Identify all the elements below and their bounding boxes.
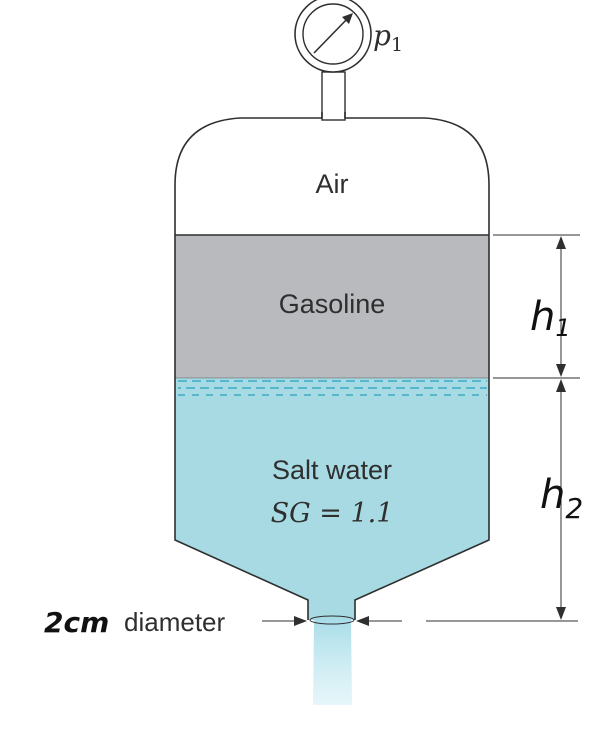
stream-top-ellipse — [309, 615, 355, 625]
h1-label: h1 — [530, 294, 571, 342]
gauge-label-subscript: 1 — [391, 34, 403, 56]
pressure-gauge — [294, 0, 372, 121]
gauge-label: p1 — [373, 19, 403, 56]
air-label: Air — [316, 169, 349, 199]
gauge-needle — [313, 15, 351, 54]
h2-label: h2 — [540, 472, 583, 525]
tank-outline — [174, 112, 490, 620]
salt-water-region — [175, 378, 489, 620]
h2-subscript: 2 — [565, 492, 583, 525]
dimension-arrowheads — [556, 236, 566, 620]
gauge-stem — [321, 71, 346, 121]
h1-subscript: 1 — [555, 314, 570, 342]
dimension-lines — [426, 234, 580, 622]
nozzle-arrows — [262, 616, 402, 626]
salt-water-label: Salt water — [272, 455, 392, 485]
h1-letter: h — [530, 294, 555, 340]
water-surface-dashes — [178, 380, 487, 396]
specific-gravity-label: SG = 1.1 — [271, 498, 394, 529]
nozzle-size-label: 2cm — [44, 606, 109, 639]
nozzle-diameter-label: diameter — [124, 607, 225, 637]
gasoline-region — [175, 235, 489, 378]
outflow-stream — [313, 620, 352, 705]
gauge-needle-head — [342, 13, 353, 24]
gauge-label-letter: p — [373, 19, 391, 52]
gasoline-label: Gasoline — [279, 289, 386, 319]
h2-letter: h — [540, 472, 565, 518]
